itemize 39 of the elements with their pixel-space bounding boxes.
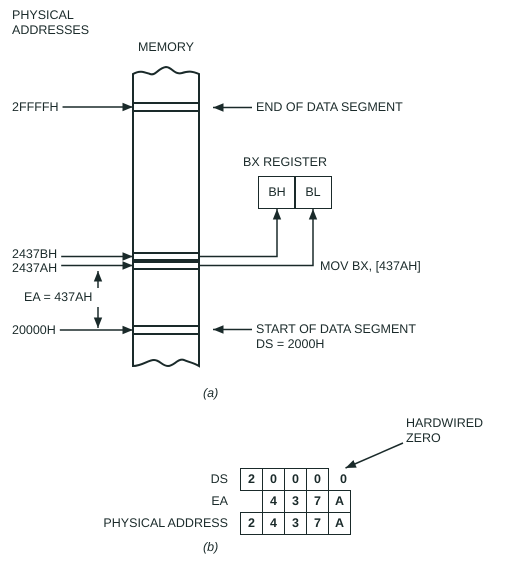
- arrow: [213, 325, 252, 334]
- register-half: BL: [294, 176, 332, 209]
- segment-register-note: DS = 2000H: [256, 337, 326, 352]
- table-cell: 2: [240, 468, 263, 491]
- address-label: 20000H: [12, 323, 56, 338]
- memory-location: [133, 325, 199, 335]
- dimension-label: EA = 437AH: [24, 290, 92, 305]
- callout-text: HARDWIRED ZERO: [406, 416, 506, 446]
- hardwired-digit: 0: [332, 468, 355, 491]
- arrow: [61, 261, 133, 270]
- row-label: DS: [210, 472, 228, 487]
- leader-line: [345, 442, 404, 469]
- row-label: EA: [211, 494, 228, 509]
- table-cell: 0: [306, 468, 329, 491]
- arrow: [62, 102, 133, 112]
- arrow: [213, 103, 252, 112]
- table-cell: 2: [240, 512, 263, 535]
- memory-location: [133, 102, 199, 112]
- segment-note: END OF DATA SEGMENT: [256, 100, 403, 115]
- memory-location: [133, 261, 199, 270]
- arrow: [199, 209, 318, 266]
- memory-label: MEMORY: [136, 40, 196, 55]
- table-cell: A: [328, 490, 351, 513]
- figure-label: (a): [203, 386, 218, 401]
- memory-location: [133, 252, 199, 261]
- arrow: [199, 209, 282, 258]
- register-label: BX REGISTER: [243, 155, 328, 170]
- address-label: 2FFFFH: [12, 100, 59, 115]
- arrow: [61, 252, 133, 261]
- text-label: PHYSICAL ADDRESSES: [12, 8, 90, 38]
- figure-label: (b): [203, 540, 218, 555]
- address-label: 2437BH: [12, 247, 58, 262]
- address-label: 2437AH: [12, 261, 58, 276]
- arrow: [60, 326, 133, 334]
- text-label: MOV BX, [437AH]: [320, 259, 421, 274]
- row-label: PHYSICAL ADDRESS: [103, 516, 228, 531]
- segment-note: START OF DATA SEGMENT: [256, 322, 416, 337]
- register-half: BH: [258, 176, 296, 209]
- table-cell: A: [328, 512, 351, 535]
